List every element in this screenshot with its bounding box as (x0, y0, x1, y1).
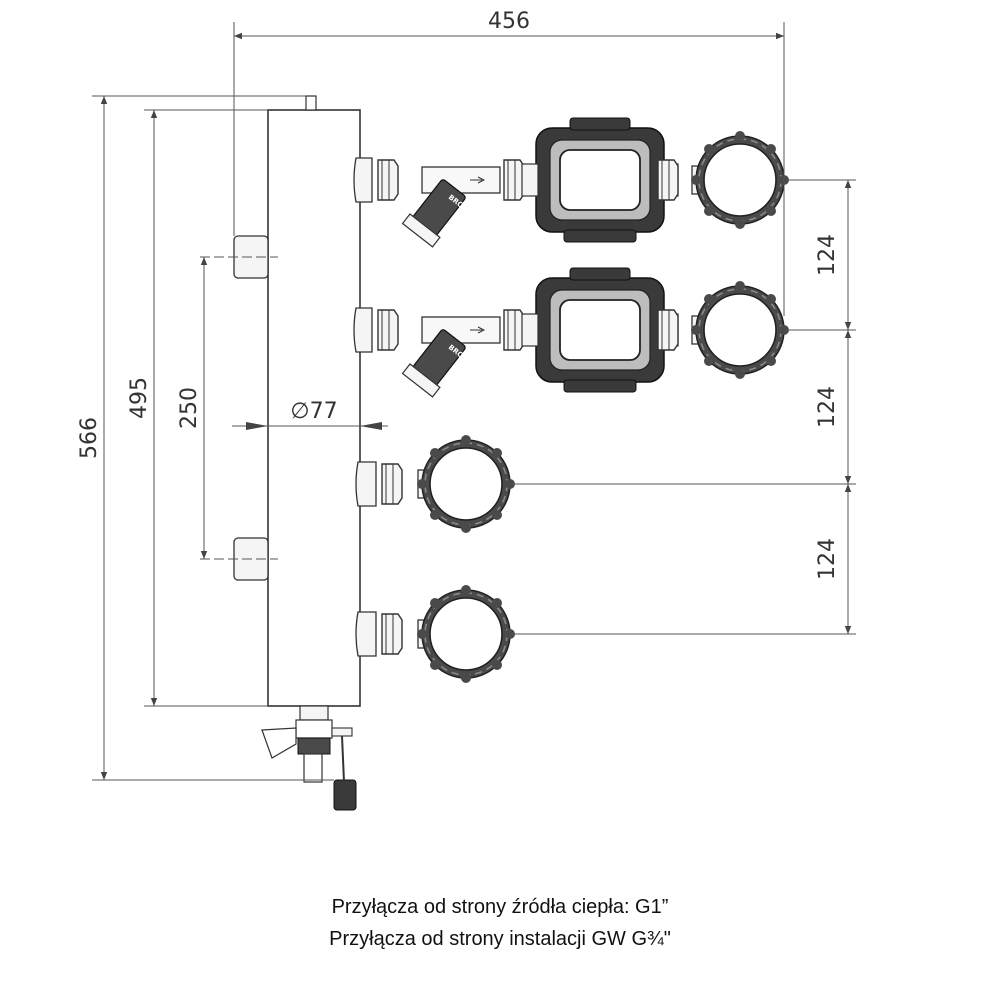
caption-source-connections: Przyłącza od strony źródła ciepła: G1” (331, 896, 669, 918)
separator-body (200, 95, 361, 707)
dim-outlet-spacing-3: 124 (815, 538, 840, 580)
dim-outlet-spacing-1: 124 (815, 234, 840, 276)
diameter-value: 77 (310, 399, 338, 424)
dim-diameter: ∅77 (290, 399, 337, 424)
drain-valve (261, 705, 357, 811)
diameter-symbol: ∅ (290, 399, 309, 424)
dimension-lines (92, 22, 856, 781)
dim-port-spacing: 250 (177, 387, 202, 429)
dim-body-height: 495 (127, 377, 152, 419)
dim-total-width: 456 (488, 9, 530, 34)
direct-circuit-1 (355, 434, 516, 534)
dim-total-height: 566 (77, 417, 102, 459)
pump-circuit-1 (353, 117, 790, 248)
direct-circuit-2 (355, 584, 516, 684)
pump-circuit-2 (353, 267, 790, 398)
dim-outlet-spacing-2: 124 (815, 386, 840, 428)
caption-installation-connections: Przyłącza od strony instalacji GW G¾" (329, 928, 671, 950)
